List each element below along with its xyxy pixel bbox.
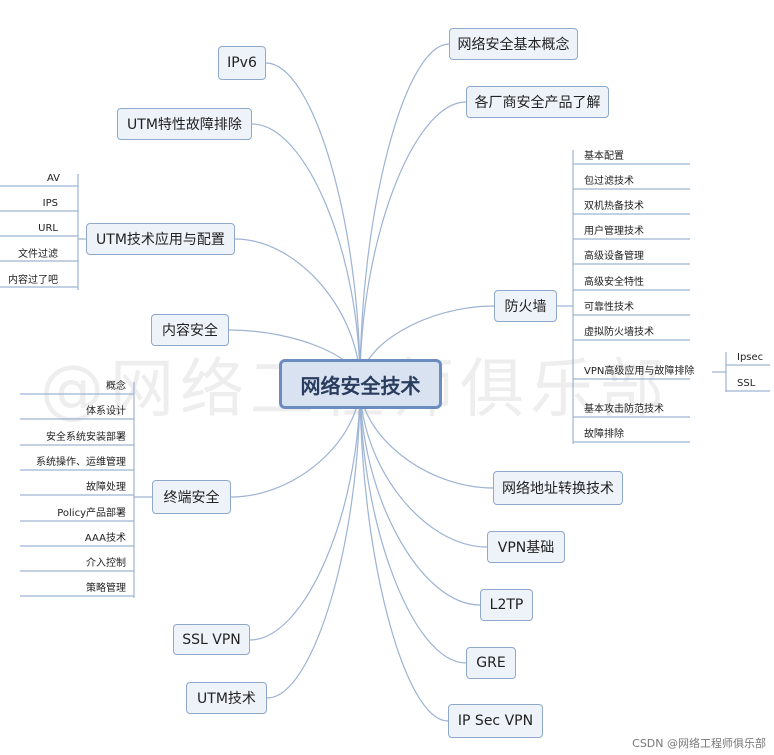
- leaf-policy-mgmt: 策略管理: [86, 583, 126, 594]
- topic-gre: GRE: [466, 647, 516, 679]
- topic-nat: 网络地址转换技术: [493, 471, 623, 505]
- leaf-concept: 概念: [106, 381, 126, 392]
- link-ipv6: [265, 62, 361, 385]
- link-l2tp: [359, 383, 481, 606]
- leaf-ipsec: Ipsec: [737, 352, 764, 363]
- central-topic: 网络安全技术: [279, 359, 442, 409]
- link-security-concepts: [359, 43, 450, 385]
- leaf-packet-filter: 包过滤技术: [584, 176, 634, 187]
- topic-firewall: 防火墙: [494, 290, 557, 322]
- link-utm-config: [234, 238, 361, 385]
- leaf-attack-defense: 基本攻击防范技术: [584, 404, 664, 415]
- link-gre: [359, 383, 467, 664]
- leaf-policy-deploy: Policy产品部署: [57, 508, 126, 519]
- leaf-reliability: 可靠性技术: [584, 302, 634, 313]
- leaf-file-filter: 文件过滤: [18, 249, 58, 260]
- leaf-ha: 双机热备技术: [584, 201, 644, 212]
- leaf-deploy: 安全系统安装部署: [46, 432, 126, 443]
- topic-vendor-products: 各厂商安全产品了解: [466, 86, 609, 118]
- topic-terminal-security: 终端安全: [152, 480, 231, 514]
- topic-utm-tech: UTM技术: [186, 682, 267, 714]
- topic-ipv6: IPv6: [218, 46, 266, 80]
- leaf-content-filter: 内容过了吧: [8, 275, 58, 286]
- topic-vpn-basics: VPN基础: [487, 531, 565, 563]
- topic-security-concepts: 网络安全基本概念: [449, 28, 578, 60]
- leaf-basic-config: 基本配置: [584, 151, 624, 162]
- link-vpn-basics: [359, 383, 488, 548]
- leaf-fault-handling: 故障处理: [86, 482, 126, 493]
- leaf-vpn-advanced: VPN高级应用与故障排除: [584, 366, 695, 377]
- link-utm-tech: [266, 383, 361, 699]
- link-ssl-vpn: [249, 383, 361, 641]
- leaf-adv-security: 高级安全特性: [584, 277, 644, 288]
- footer-credit: CSDN @网络工程师俱乐部: [632, 737, 766, 750]
- leaf-adv-device: 高级设备管理: [584, 251, 644, 262]
- leaf-ips: IPS: [42, 198, 58, 209]
- leaf-aaa: AAA技术: [84, 533, 126, 544]
- leaf-ssl: SSL: [737, 378, 756, 389]
- link-ipsec-vpn: [359, 383, 449, 722]
- leaf-access-control: 介入控制: [86, 558, 126, 569]
- leaf-url: URL: [38, 223, 58, 234]
- link-utm-troubleshoot: [251, 123, 361, 385]
- topic-content-security: 内容安全: [151, 314, 229, 346]
- topic-utm-troubleshoot: UTM特性故障排除: [117, 108, 252, 140]
- topic-l2tp: L2TP: [480, 589, 533, 621]
- leaf-operations: 系统操作、运维管理: [36, 457, 126, 468]
- leaf-av: AV: [46, 173, 60, 184]
- topic-ipsec-vpn: IP Sec VPN: [448, 704, 543, 738]
- leaf-virtual-fw: 虚拟防火墙技术: [584, 327, 654, 338]
- topic-ssl-vpn: SSL VPN: [173, 624, 250, 655]
- leaf-troubleshoot: 故障排除: [584, 429, 624, 440]
- link-vendor-products: [359, 101, 467, 385]
- leaf-arch-design: 体系设计: [86, 406, 126, 417]
- leaf-user-mgmt: 用户管理技术: [584, 226, 644, 237]
- topic-utm-config: UTM技术应用与配置: [86, 223, 235, 255]
